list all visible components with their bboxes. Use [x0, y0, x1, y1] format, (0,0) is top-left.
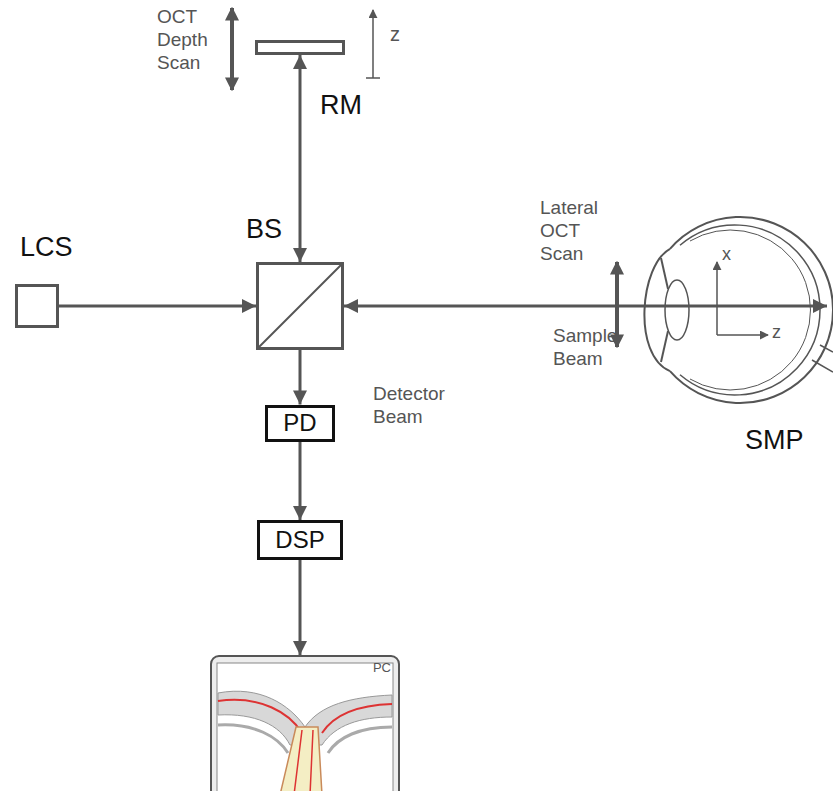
scan-label: Lateral OCT Scan [540, 197, 612, 265]
axis-label: z [390, 22, 410, 46]
vessel [294, 730, 313, 791]
beam-arrow [299, 560, 302, 655]
reference-mirror: RM [255, 40, 345, 55]
beam-arrow [299, 350, 302, 405]
axis-label: z [772, 322, 792, 344]
beam-label: Detector Beam [373, 383, 465, 429]
split-diagonal [259, 265, 341, 347]
beam-splitter: BS [256, 262, 344, 350]
photodetector-box: PD [265, 405, 335, 442]
retina-layer [680, 225, 820, 395]
box-label: PC [373, 660, 391, 675]
square-outline [15, 284, 59, 328]
part-label: LCS [20, 232, 73, 263]
axis-label: x [722, 244, 742, 266]
processor-box: DSP [257, 520, 343, 560]
mirror-rect [257, 42, 344, 54]
monitor-outline [210, 655, 400, 791]
box-label: PD [283, 410, 316, 436]
iris [661, 331, 668, 362]
axis-arrow [717, 334, 768, 336]
cube-rect [258, 264, 343, 349]
axis-arrow [716, 262, 718, 335]
monitor-screen [217, 663, 393, 791]
computer-monitor: PC [210, 655, 400, 791]
beam-label: Sample Beam [553, 325, 625, 371]
axis-tick [366, 77, 380, 79]
part-label: RM [320, 90, 362, 121]
part-label: SMP [745, 425, 804, 456]
square-rect [17, 286, 58, 327]
sclera [670, 217, 833, 403]
box-rect [267, 406, 334, 440]
iris [661, 258, 668, 289]
part-label: BS [246, 214, 282, 245]
beamsplitter-outline [256, 262, 344, 350]
box-rect [259, 522, 342, 559]
optic-nerve [280, 727, 322, 791]
mirror-outline [255, 40, 345, 55]
none-outline [636, 205, 833, 420]
beam-arrow [344, 305, 827, 308]
eye-drawing [644, 217, 833, 403]
axis-arrow [372, 10, 374, 78]
scan-arrow [230, 8, 234, 90]
lens [665, 280, 689, 340]
monitor-frame [211, 656, 399, 791]
beam-arrow [299, 55, 302, 262]
beam-arrow [59, 305, 256, 308]
sample-eye: SMP [636, 205, 833, 420]
box-label: DSP [275, 527, 324, 553]
optic-nerve [812, 345, 833, 372]
scan-label: OCT Depth Scan [157, 6, 221, 74]
light-source: LCS [15, 284, 59, 328]
beam-arrow [299, 442, 302, 521]
retina-layer [690, 230, 810, 390]
